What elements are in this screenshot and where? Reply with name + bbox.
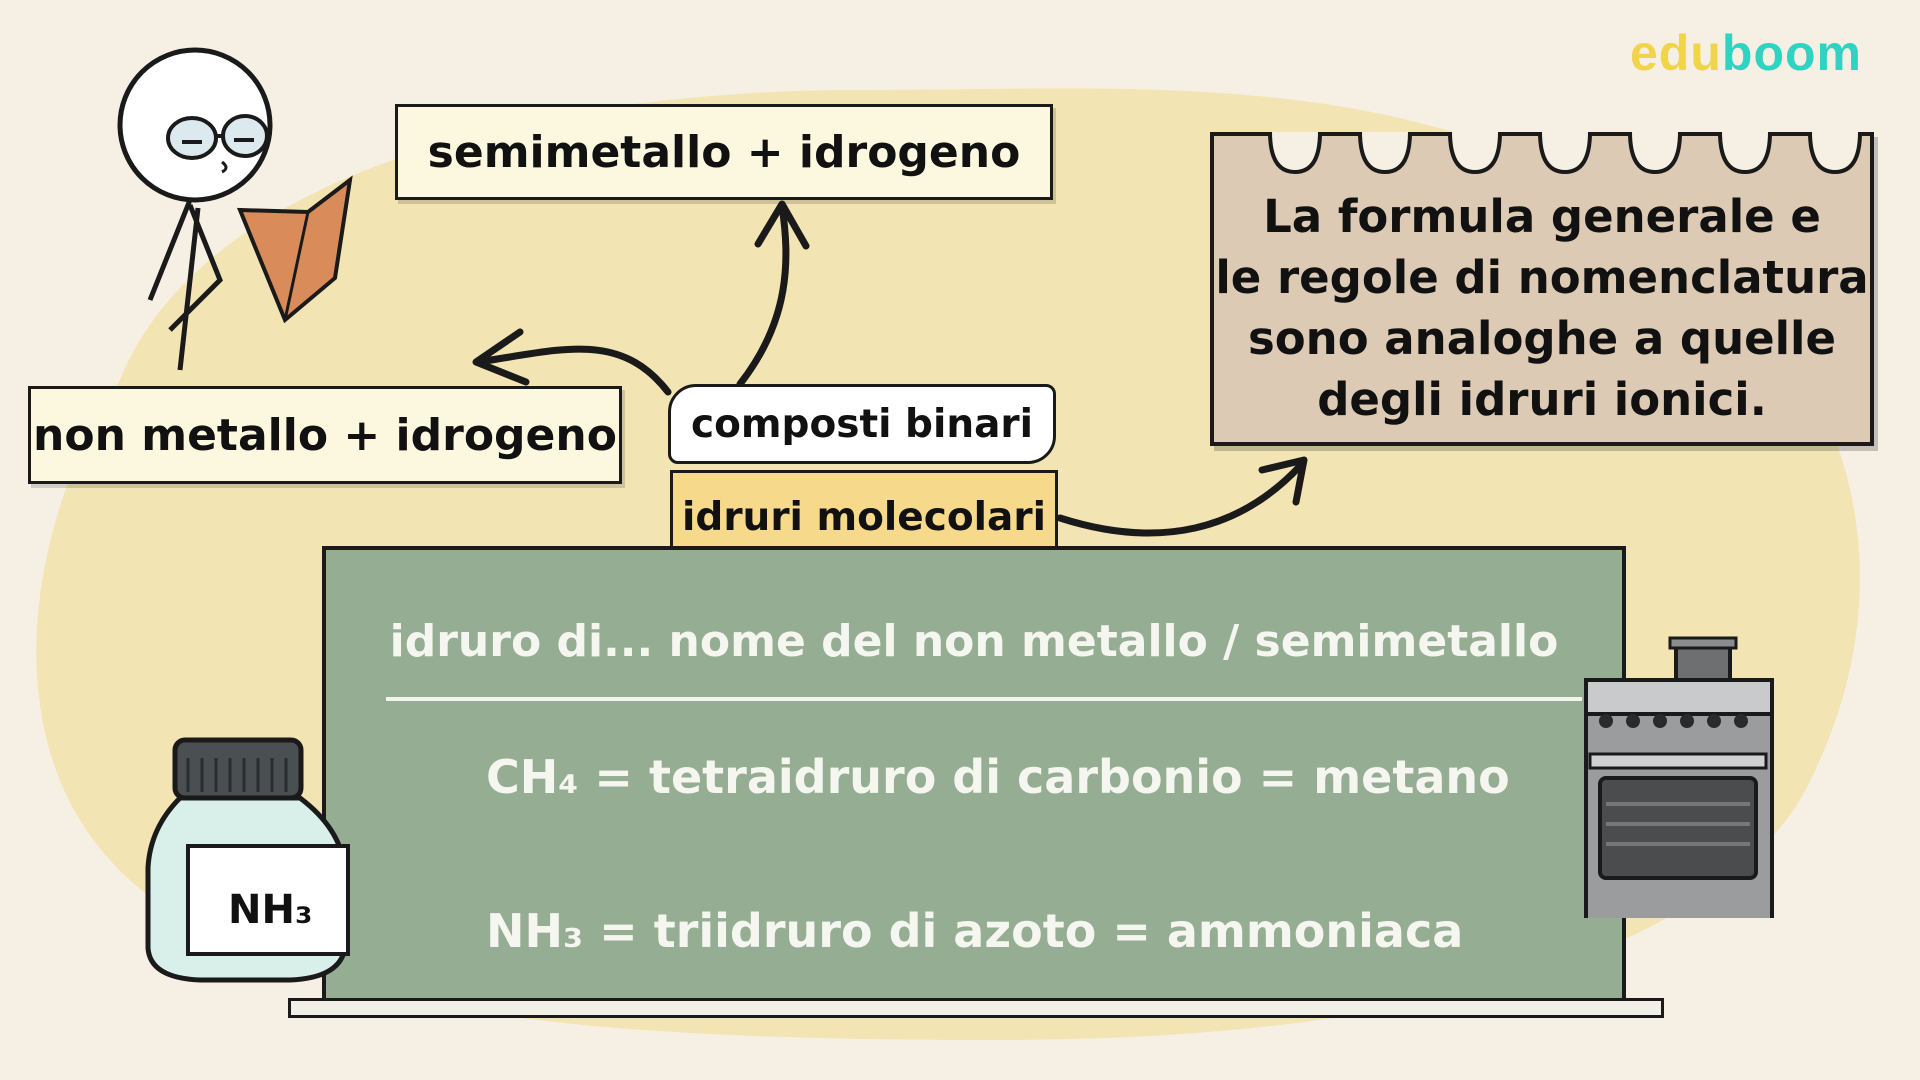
- arrow-to-semimetal: [736, 202, 790, 388]
- logo-part-edu: edu: [1630, 25, 1722, 81]
- jar-label: NH₃: [228, 887, 313, 933]
- stove-icon: [1584, 636, 1774, 918]
- note-line: sono analoghe a quelle: [1247, 312, 1837, 365]
- general-formula-note: La formula generale e le regole di nomen…: [1210, 132, 1874, 446]
- character-reading-book-icon: [117, 47, 353, 371]
- note-line: le regole di nomenclatura: [1215, 251, 1869, 304]
- methane-row: CH₄ = tetraidruro di carbonio = metano: [486, 750, 1510, 804]
- chalkboard: idruro di... nome del non metallo / semi…: [322, 546, 1626, 1008]
- torn-edge-decoration: [1268, 132, 1862, 175]
- nonmetal-hydrogen-box: non metallo + idrogeno: [28, 386, 622, 484]
- binary-compounds-tag: composti binari: [668, 384, 1056, 464]
- ammonia-row: NH₃ = triidruro di azoto = ammoniaca: [486, 904, 1464, 958]
- jar-icon: [145, 737, 350, 983]
- board-heading: idruro di... nome del non metallo / semi…: [389, 616, 1559, 667]
- board-divider: [386, 697, 1582, 701]
- chalkboard-ledge: [288, 998, 1664, 1018]
- arrow-to-nonmetal: [474, 345, 672, 396]
- eduboom-logo: eduboom: [1630, 24, 1862, 82]
- note-line: La formula generale e: [1263, 190, 1821, 243]
- semimetal-hydrogen-box: semimetallo + idrogeno: [395, 104, 1053, 200]
- arrowhead-note: [1258, 456, 1308, 506]
- arrowhead-semimetal: [754, 200, 810, 250]
- arrow-to-note: [1056, 462, 1304, 537]
- logo-part-boom: boom: [1721, 25, 1862, 81]
- arrowhead-nonmetal: [472, 328, 530, 386]
- note-line: degli idruri ionici.: [1317, 373, 1767, 426]
